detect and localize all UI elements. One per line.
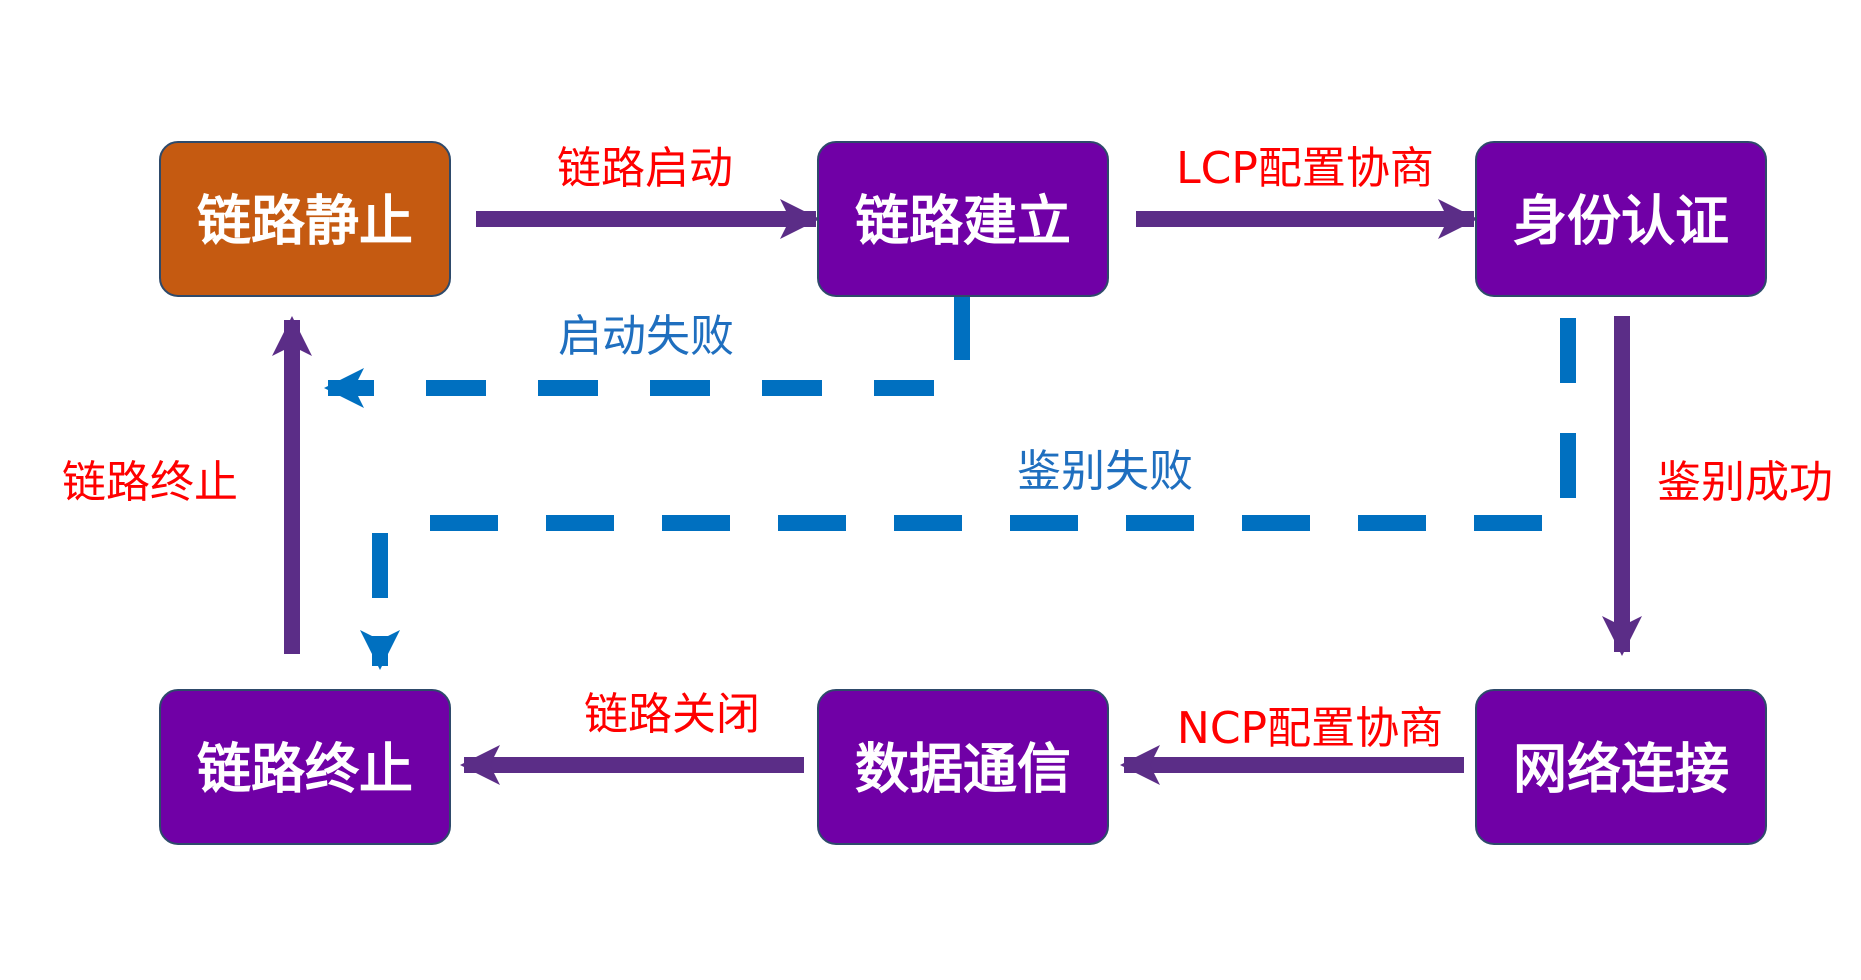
node-network: 网络连接	[1475, 689, 1767, 845]
label-link-close: 链路关闭	[584, 689, 760, 740]
label-link-start: 链路启动	[557, 143, 733, 194]
node-network-label: 网络连接	[1513, 738, 1729, 801]
node-link-dead: 链路静止	[159, 141, 451, 297]
start-failed-path	[324, 297, 970, 408]
node-link-terminate-label: 链路终止	[197, 738, 413, 801]
label-start-failed: 启动失败	[558, 311, 734, 362]
label-link-terminate: 链路终止	[62, 457, 238, 508]
node-link-establish-label: 链路建立	[855, 190, 1071, 253]
node-link-terminate: 链路终止	[159, 689, 451, 845]
node-authenticate: 身份认证	[1475, 141, 1767, 297]
node-data-comm-label: 数据通信	[855, 738, 1071, 801]
node-data-comm: 数据通信	[817, 689, 1109, 845]
node-authenticate-label: 身份认证	[1513, 190, 1729, 253]
node-link-establish: 链路建立	[817, 141, 1109, 297]
label-auth-success: 鉴别成功	[1657, 457, 1833, 508]
node-link-dead-label: 链路静止	[197, 190, 413, 253]
label-auth-failed: 鉴别失败	[1017, 446, 1193, 497]
label-lcp-negotiation: LCP配置协商	[1176, 143, 1434, 194]
auth-failed-path	[360, 318, 1576, 670]
label-ncp-negotiation: NCP配置协商	[1177, 703, 1443, 754]
